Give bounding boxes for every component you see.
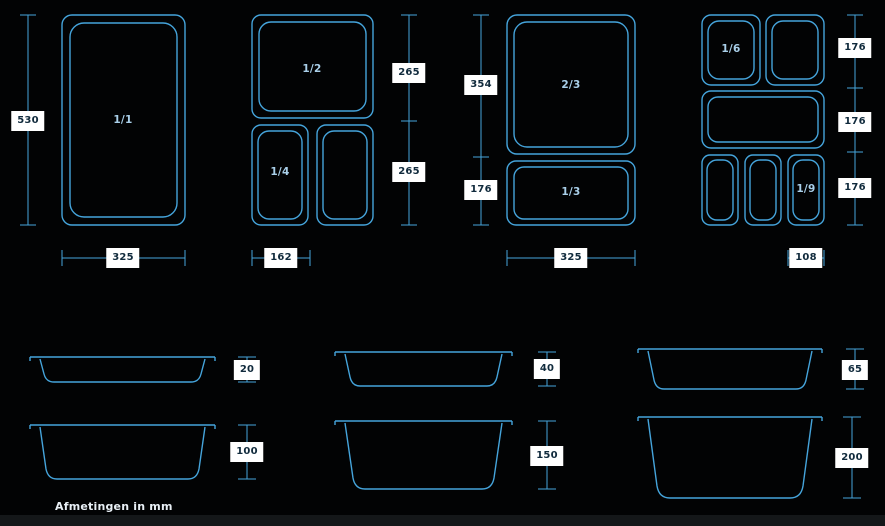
dim-height-530: 530 (11, 111, 45, 131)
dim-width-108: 108 (789, 248, 823, 268)
dim-lines-gn-1-2 (251, 14, 417, 266)
bottom-edge-strip (0, 515, 885, 526)
dim-height-176-row3: 176 (838, 178, 872, 198)
top-view-gn-2-3 (506, 14, 636, 226)
side-view-depth-200 (637, 416, 823, 499)
dim-depth-65: 65 (841, 360, 869, 380)
pan-inner (257, 130, 303, 220)
dim-height-354: 354 (464, 75, 498, 95)
pan-inner (707, 96, 819, 143)
pan-inner (513, 21, 629, 148)
dim-height-265-top: 265 (392, 63, 426, 83)
top-view-gn-1-1 (61, 14, 186, 226)
pan-inner (69, 22, 178, 218)
pan-label-1-4: 1/4 (270, 166, 290, 178)
pan-label-1-2: 1/2 (302, 63, 322, 75)
side-view-depth-100 (29, 424, 216, 480)
side-view-depth-20 (29, 356, 216, 383)
pan-inner (771, 20, 819, 80)
pan-inner (707, 20, 755, 80)
pan-label-1-9: 1/9 (796, 183, 816, 195)
pan-outer (701, 14, 761, 86)
pan-outer (251, 124, 309, 226)
dim-lines-gn-2-3 (473, 14, 636, 266)
side-view-depth-65 (637, 348, 823, 390)
dim-height-176-gn23: 176 (464, 180, 498, 200)
top-view-gn-1-6 (701, 14, 825, 226)
pan-outer (506, 14, 636, 155)
pan-label-1-3: 1/3 (561, 186, 581, 198)
dim-depth-100: 100 (230, 442, 264, 462)
pan-inner (706, 159, 734, 221)
pan-inner (792, 159, 820, 221)
dim-width-325-gn23: 325 (554, 248, 588, 268)
dimensions-note: Afmetingen in mm (55, 500, 173, 513)
pan-inner (258, 21, 367, 112)
dim-width-325-gn11: 325 (106, 248, 140, 268)
pan-outer (251, 14, 374, 119)
pan-outer (701, 154, 739, 226)
dim-depth-40: 40 (533, 359, 561, 379)
pan-outer (744, 154, 782, 226)
pan-outer (316, 124, 374, 226)
pan-label-2-3: 2/3 (561, 79, 581, 91)
pan-inner (322, 130, 368, 220)
pan-outer (765, 14, 825, 86)
pan-label-1-6: 1/6 (721, 43, 741, 55)
pan-label-1-1: 1/1 (113, 114, 133, 126)
dim-height-176-row1: 176 (838, 38, 872, 58)
pan-inner (749, 159, 777, 221)
dim-depth-20: 20 (233, 360, 261, 380)
dim-depth-150: 150 (530, 446, 564, 466)
pan-outer (701, 90, 825, 149)
dim-lines-gn-1-1 (20, 14, 186, 266)
dim-height-176-row2: 176 (838, 112, 872, 132)
pan-inner (513, 166, 629, 220)
dim-height-265-bottom: 265 (392, 162, 426, 182)
top-view-gn-1-2 (251, 14, 374, 226)
pan-outer (787, 154, 825, 226)
pan-outer (61, 14, 186, 226)
pan-outer (506, 160, 636, 226)
dim-depth-200: 200 (835, 448, 869, 468)
dim-width-162: 162 (264, 248, 298, 268)
side-view-depth-150 (334, 420, 513, 490)
side-view-depth-40 (334, 351, 513, 387)
